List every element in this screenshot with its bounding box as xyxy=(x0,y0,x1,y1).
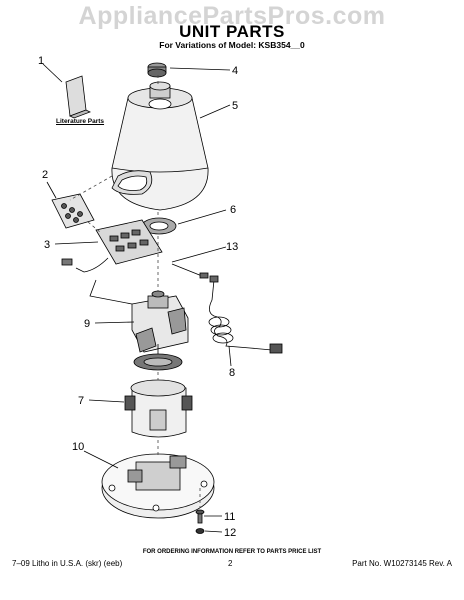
part-motor-mount[interactable] xyxy=(124,379,193,438)
leader-lines xyxy=(42,63,232,533)
part-coupler[interactable] xyxy=(147,62,167,78)
part-base-plate[interactable] xyxy=(101,453,215,519)
part-foot[interactable] xyxy=(195,528,205,534)
callout-11: 11 xyxy=(224,511,235,523)
ordering-notice: FOR ORDERING INFORMATION REFER TO PARTS … xyxy=(142,549,322,555)
callout-13: 13 xyxy=(226,241,238,253)
callout-7: 7 xyxy=(78,395,84,407)
callout-10: 10 xyxy=(72,441,84,453)
part-base-housing[interactable] xyxy=(111,81,209,211)
watermark: AppliancePartsPros.com xyxy=(78,2,386,30)
part-control-overlay[interactable] xyxy=(51,193,95,229)
callout-2: 2 xyxy=(42,169,48,181)
assembly-guide-lines xyxy=(69,75,201,508)
literature-parts-label: Literature Parts xyxy=(56,118,105,125)
part-gasket-ring[interactable] xyxy=(141,217,177,235)
part-literature-booklet[interactable] xyxy=(65,75,91,119)
callout-12: 12 xyxy=(224,527,236,539)
callout-1: 1 xyxy=(38,55,44,67)
part-control-board[interactable] xyxy=(61,219,163,273)
callout-3: 3 xyxy=(44,239,50,251)
part-motor-assembly[interactable] xyxy=(89,279,189,371)
callout-9: 9 xyxy=(84,318,90,330)
footer-litho: 7–09 Litho in U.S.A. (skr) (eeb) xyxy=(12,559,123,568)
part-wire-lead[interactable] xyxy=(171,263,209,279)
page-title: UNIT PARTS xyxy=(179,22,285,41)
callout-8: 8 xyxy=(229,367,235,379)
model-subtitle: For Variations of Model: KSB354__0 xyxy=(159,40,305,50)
part-power-cord[interactable] xyxy=(208,275,283,354)
footer-page-number: 2 xyxy=(228,559,233,568)
footer-part-number: Part No. W10273145 Rev. A xyxy=(352,559,452,568)
callout-5: 5 xyxy=(232,100,238,112)
callout-4: 4 xyxy=(232,65,238,77)
part-screw[interactable] xyxy=(195,509,205,524)
callout-6: 6 xyxy=(230,204,236,216)
